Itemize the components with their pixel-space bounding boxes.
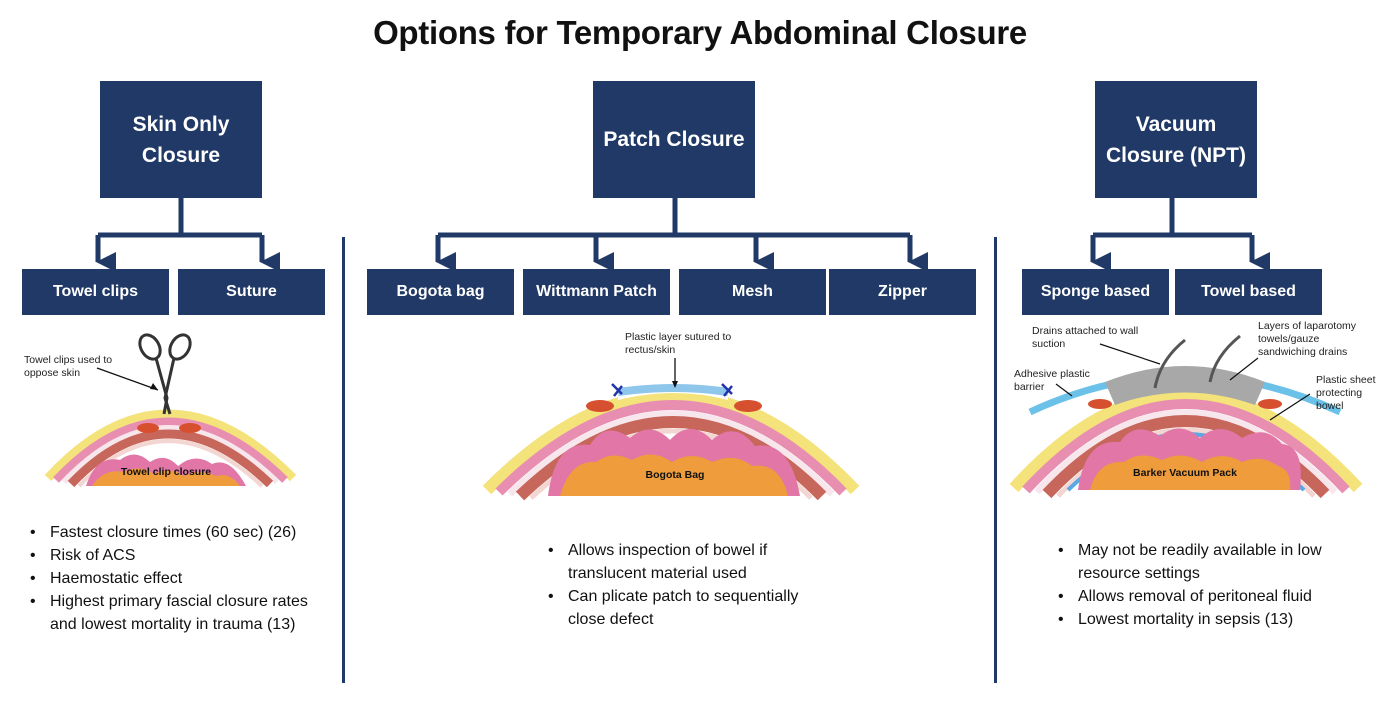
- list-item: Can plicate patch to sequentially close …: [546, 585, 836, 631]
- suture-anchor-icon: [611, 383, 733, 397]
- option-mesh: Mesh: [679, 269, 826, 315]
- skin-closure-bullets: Fastest closure times (60 sec) (26) Risk…: [28, 521, 318, 636]
- list-item: Risk of ACS: [28, 544, 318, 567]
- option-towel-based: Towel based: [1175, 269, 1322, 315]
- column-separator-left: [342, 237, 345, 683]
- annotation-towel-clips: Towel clips used to oppose skin: [24, 354, 113, 379]
- option-towel-clips: Towel clips: [22, 269, 169, 315]
- annotation-plastic-sheet: Plastic sheet protecting bowel: [1316, 374, 1376, 412]
- drain-tube-icon: [1153, 334, 1241, 389]
- heading-vacuum-closure: Vacuum Closure (NPT): [1095, 81, 1257, 198]
- diagram-title: Options for Temporary Abdominal Closure: [373, 14, 1027, 51]
- heading-skin-only-closure: Skin Only Closure: [100, 81, 262, 198]
- list-item: Fastest closure times (60 sec) (26): [28, 521, 318, 544]
- vacuum-closure-bullets: May not be readily available in low reso…: [1056, 539, 1346, 631]
- list-item: May not be readily available in low reso…: [1056, 539, 1346, 585]
- annotation-towel-layers: Layers of laparotomy towels/gauze sandwi…: [1258, 320, 1357, 358]
- heading-patch-closure: Patch Closure: [593, 81, 755, 198]
- annotation-adhesive-barrier: Adhesive plastic barrier: [1014, 368, 1090, 393]
- option-suture: Suture: [178, 269, 325, 315]
- svg-text:Bogota Bag: Bogota Bag: [646, 469, 705, 481]
- list-item: Allows removal of peritoneal fluid: [1056, 585, 1346, 608]
- list-item: Haemostatic effect: [28, 567, 318, 590]
- list-item: Highest primary fascial closure rates an…: [28, 590, 318, 636]
- annotation-drains: Drains attached to wall suction: [1032, 325, 1139, 350]
- option-sponge-based: Sponge based: [1022, 269, 1169, 315]
- towel-clip-icon: [138, 333, 192, 415]
- option-bogota-bag: Bogota bag: [367, 269, 514, 315]
- patch-closure-bullets: Allows inspection of bowel if translucen…: [546, 539, 836, 631]
- column-separator-right: [994, 237, 997, 683]
- option-zipper: Zipper: [829, 269, 976, 315]
- illustration-caption: Towel clip closure: [121, 466, 211, 478]
- list-item: Allows inspection of bowel if translucen…: [546, 539, 836, 585]
- svg-text:Barker Vacuum Pack: Barker Vacuum Pack: [1133, 467, 1237, 479]
- annotation-plastic-layer: Plastic layer sutured to rectus/skin: [625, 331, 732, 356]
- list-item: Lowest mortality in sepsis (13): [1056, 608, 1346, 631]
- option-wittmann-patch: Wittmann Patch: [523, 269, 670, 315]
